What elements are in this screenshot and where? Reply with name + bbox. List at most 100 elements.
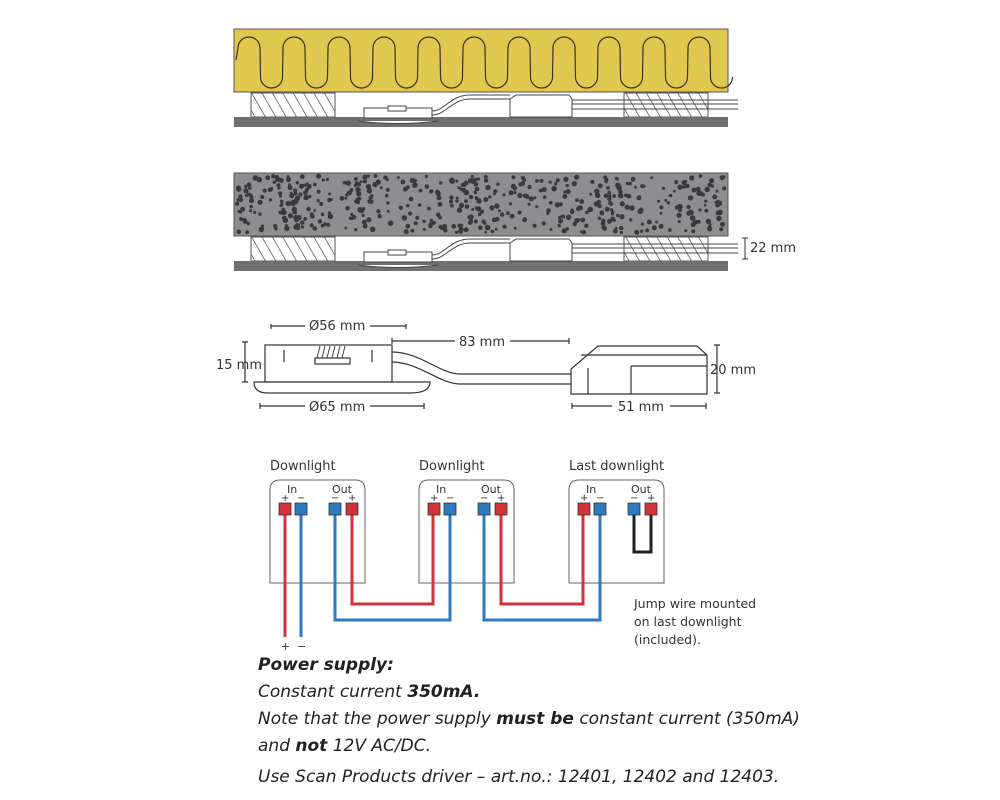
speckle [299, 183, 304, 189]
speckle [626, 193, 632, 199]
speckle [594, 192, 601, 198]
notes-line-3: and not 12V AC/DC. [258, 733, 800, 760]
speckle [354, 177, 358, 181]
speckle [454, 230, 459, 234]
speckle [319, 201, 324, 206]
speckle [282, 217, 289, 224]
minus-sign: − [630, 493, 638, 504]
text: Note that the power supply [258, 709, 497, 729]
speckle [238, 197, 243, 202]
speckle [407, 211, 413, 216]
speckle [293, 191, 298, 196]
speckle [428, 223, 433, 229]
speckle [704, 186, 710, 193]
supply-minus-label: − [297, 640, 306, 653]
jump-note-line-2: on last downlight [634, 614, 742, 629]
plus-sign: + [348, 493, 356, 504]
speckle [375, 179, 381, 185]
speckle [461, 182, 467, 188]
positive-terminal [644, 502, 658, 516]
speckle [362, 179, 367, 184]
speckle [677, 204, 683, 210]
speckle [281, 209, 287, 216]
positive-terminal [345, 502, 359, 516]
speckle [356, 182, 361, 187]
speckle [603, 175, 608, 180]
speckle [386, 209, 390, 213]
speckle [607, 190, 612, 195]
joist [623, 236, 709, 262]
speckle [355, 187, 361, 193]
speckle [280, 202, 284, 206]
speckle [722, 186, 727, 191]
speckle [431, 220, 436, 225]
speckle [608, 201, 613, 206]
speckle [410, 228, 415, 233]
speckle [615, 182, 621, 188]
speckle [406, 185, 410, 190]
speckle [286, 177, 291, 183]
speckle [705, 218, 712, 225]
speckle [303, 183, 307, 187]
speckle [456, 207, 463, 213]
speckle [646, 219, 652, 225]
speckle [593, 201, 600, 207]
speckle [477, 212, 482, 217]
speckle [295, 181, 299, 185]
speckle [574, 175, 579, 180]
negative-terminal [443, 502, 457, 516]
speckle [491, 217, 497, 223]
downlight-with-driver [357, 238, 738, 268]
cable [391, 351, 571, 385]
speckle [455, 179, 459, 183]
speckle [587, 206, 594, 213]
negative-link-wire [333, 515, 452, 622]
speckle [524, 193, 530, 199]
speckle [361, 207, 366, 211]
out-label: Out [332, 483, 353, 496]
minus-sign: − [297, 493, 305, 504]
speckle [664, 199, 668, 202]
speckle [698, 208, 702, 212]
positive-terminal [278, 502, 292, 516]
speckle [357, 207, 363, 213]
jump-note-line-1: Jump wire mounted [633, 596, 756, 611]
speckle [455, 196, 459, 200]
speckle [565, 189, 571, 195]
speckle [579, 199, 584, 204]
speckle [619, 230, 623, 235]
speckle [451, 223, 457, 229]
speckle [509, 213, 515, 219]
speckle [554, 202, 560, 208]
in-label: In [436, 483, 446, 496]
speckle [443, 228, 448, 233]
positive-link-wire [499, 515, 585, 606]
speckle [321, 178, 325, 182]
speckle [716, 215, 722, 222]
speckle [366, 174, 370, 178]
negative-terminal [627, 502, 641, 516]
speckle [253, 210, 257, 214]
speckle [299, 174, 305, 180]
speckle [303, 194, 309, 201]
speckle [424, 184, 430, 189]
wool-wave-pattern [235, 36, 734, 89]
speckle [370, 226, 376, 232]
speckle [532, 223, 537, 228]
speckle [483, 178, 489, 183]
speckle [561, 214, 566, 219]
speckle [691, 187, 697, 193]
speckle [295, 226, 301, 231]
speckle [243, 188, 249, 194]
speckle [513, 191, 517, 195]
unit-title: Downlight [270, 459, 336, 474]
speckle [342, 181, 347, 185]
speckle [527, 202, 531, 206]
speckle [629, 218, 633, 222]
gap-dimension [742, 237, 748, 260]
speckle [354, 228, 358, 232]
speckle [245, 193, 249, 197]
joist [250, 236, 336, 262]
speckle [365, 184, 372, 190]
speckle [293, 188, 298, 193]
